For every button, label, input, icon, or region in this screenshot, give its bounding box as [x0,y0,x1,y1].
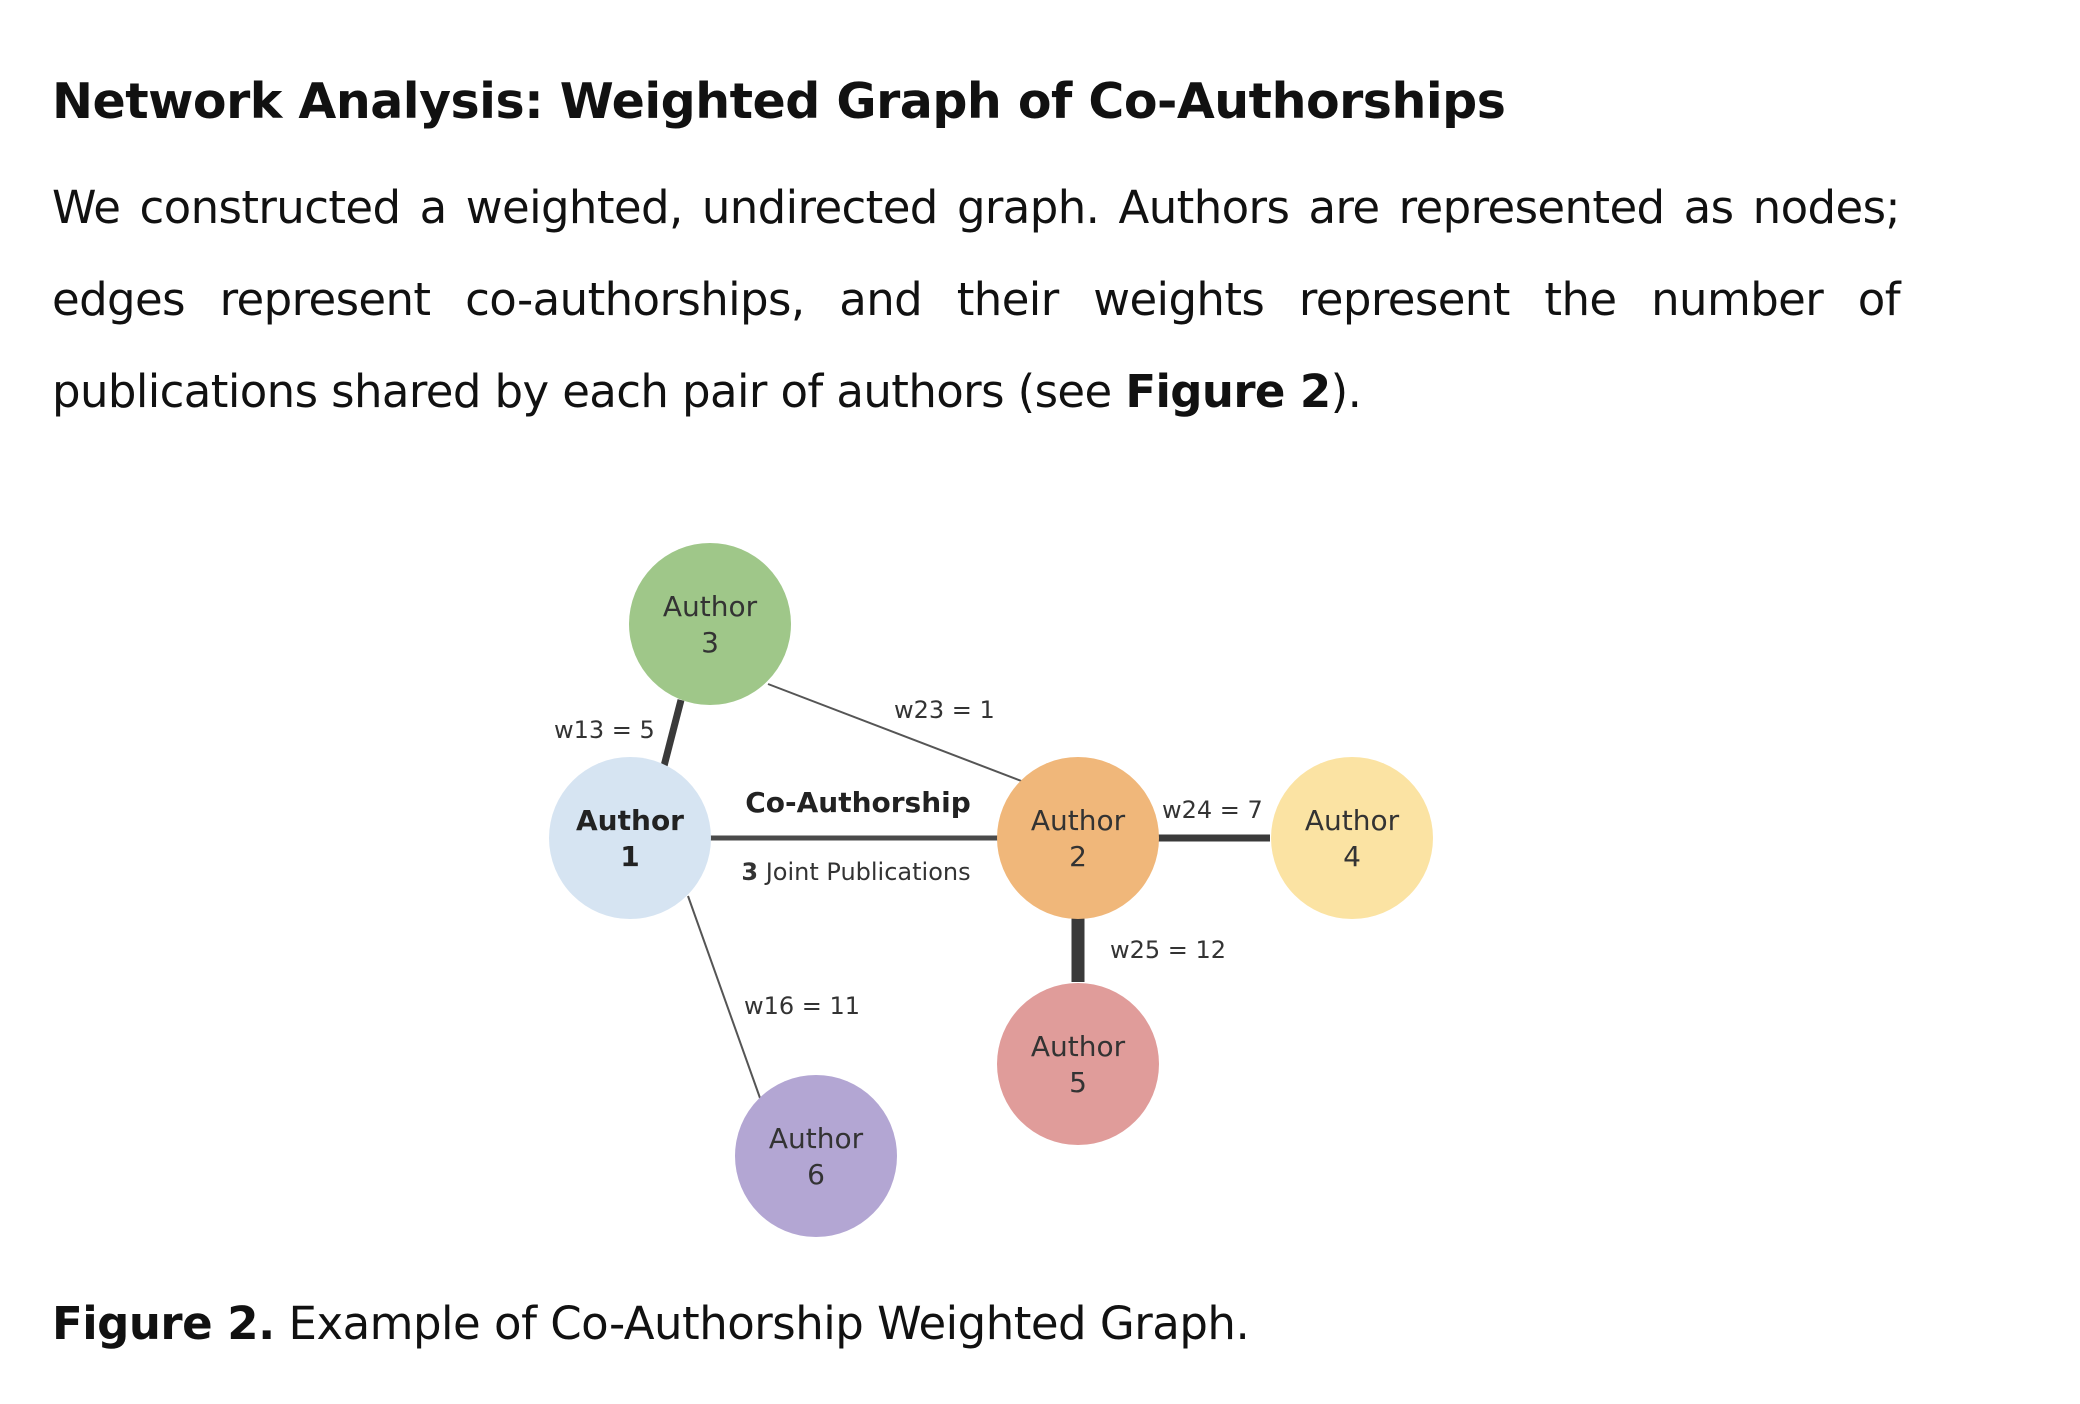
body-paragraph: We constructed a weighted, undirected gr… [52,162,1901,438]
node-author-1-word: Author [576,804,684,837]
edge-label-w13: w13 = 5 [554,716,655,744]
node-author-2-number: 2 [1069,840,1087,873]
node-author-3-number: 3 [701,626,719,659]
edge-label-co-authorship: Co-Authorship [745,786,971,819]
node-author-4: Author 4 [1271,757,1433,919]
node-author-5-number: 5 [1069,1066,1087,1099]
node-author-3-circle [629,543,791,705]
node-author-5-word: Author [1031,1030,1126,1063]
node-author-1-circle [549,757,711,919]
figure-caption-label: Figure 2. [52,1297,275,1350]
edge-label-w16: w16 = 11 [744,992,860,1020]
node-author-4-word: Author [1305,804,1400,837]
section-heading: Network Analysis: Weighted Graph of Co-A… [52,73,1506,130]
node-author-6-word: Author [769,1122,864,1155]
node-author-4-number: 4 [1343,840,1361,873]
edge-1-6 [687,895,761,1099]
node-author-4-circle [1271,757,1433,919]
node-author-5: Author 5 [997,983,1159,1145]
joint-publications-count: 3 [741,858,758,886]
node-author-1-number: 1 [620,840,639,873]
paragraph-text: We constructed a weighted, undirected gr… [52,181,1901,418]
node-author-3: Author 3 [629,543,791,705]
node-author-3-word: Author [663,590,758,623]
figure-caption-text: Example of Co-Authorship Weighted Graph. [274,1297,1250,1350]
node-author-6: Author 6 [735,1075,897,1237]
edge-label-w25: w25 = 12 [1110,936,1226,964]
node-author-2-circle [997,757,1159,919]
edge-label-joint-publications: 3 Joint Publications [741,858,970,886]
figure-reference: Figure 2 [1125,365,1331,418]
node-author-1: Author 1 [549,757,711,919]
node-author-6-number: 6 [807,1158,825,1191]
node-author-2-word: Author [1031,804,1126,837]
node-author-5-circle [997,983,1159,1145]
paragraph-text-end: ). [1330,365,1362,418]
edge-label-w24: w24 = 7 [1162,796,1263,824]
figure-caption: Figure 2. Example of Co-Authorship Weigh… [52,1294,1250,1354]
edge-label-w23: w23 = 1 [894,696,995,724]
joint-publications-text: Joint Publications [758,858,971,886]
edge-2-3 [767,683,1025,783]
node-author-2: Author 2 [997,757,1159,919]
edge-1-3 [660,699,685,767]
node-author-6-circle [735,1075,897,1237]
